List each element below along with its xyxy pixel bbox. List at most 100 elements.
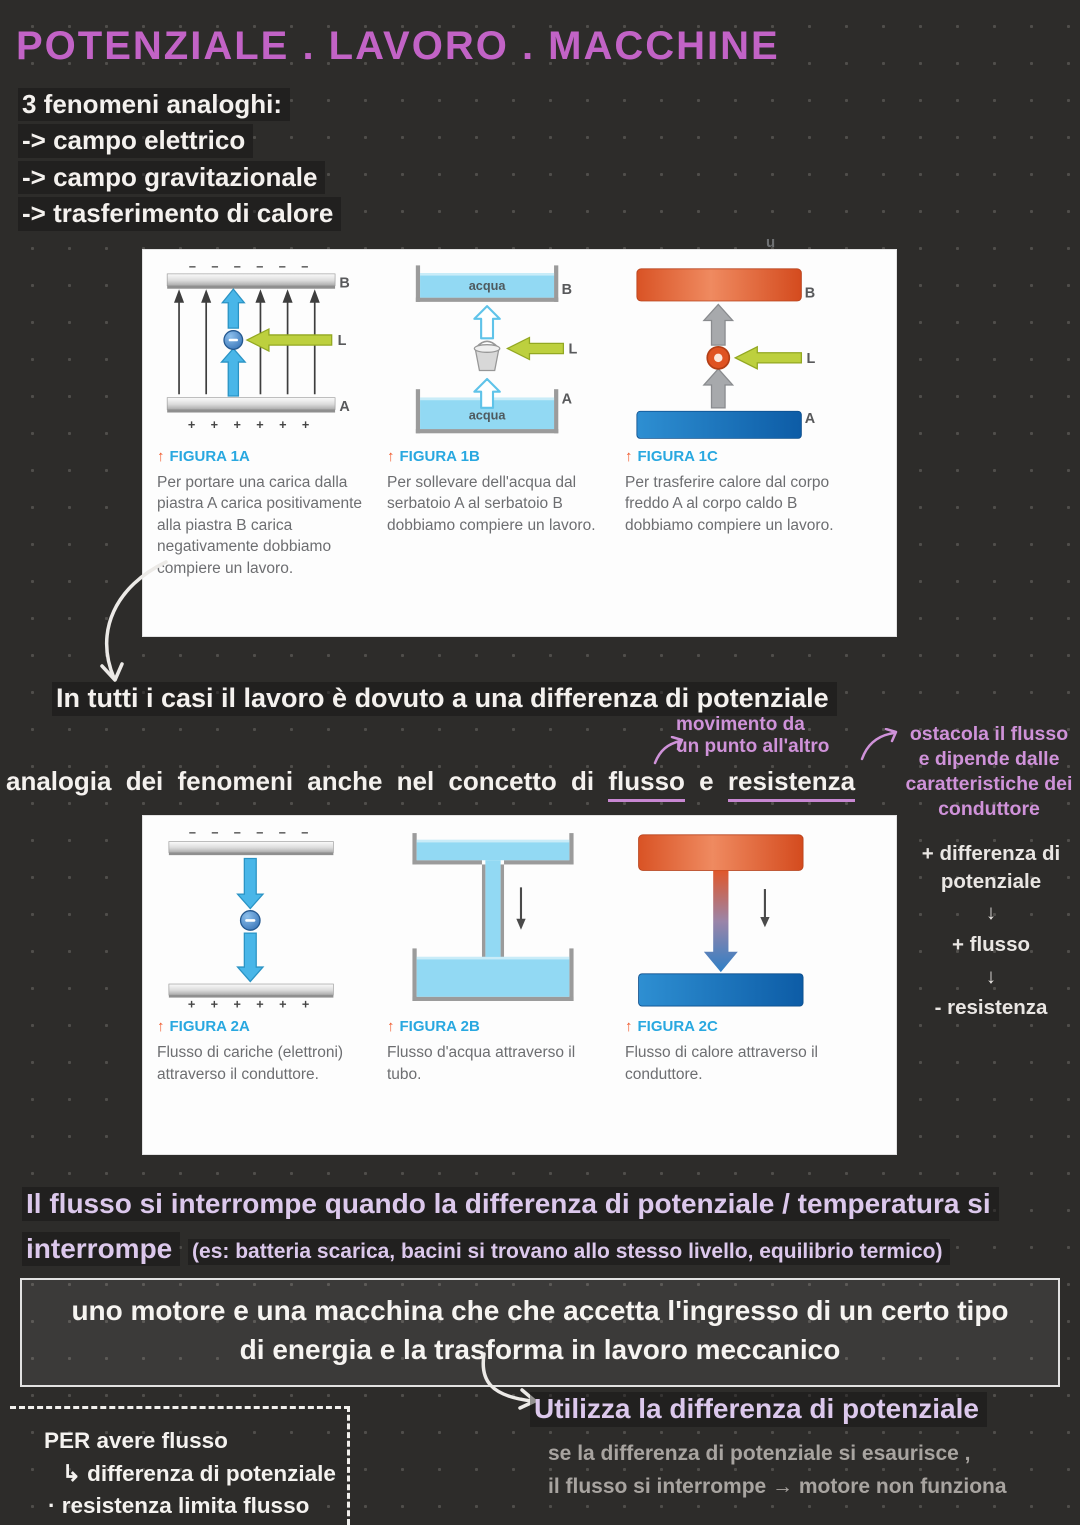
chain-item-resistance: - resistenza [934, 996, 1048, 1020]
heat-flow-arrow [703, 870, 738, 973]
figure-2b-column: ↑FIGURA 2B Flusso d'acqua attraverso il … [387, 828, 625, 1085]
figure-ref-arrow-icon: ↑ [157, 1018, 165, 1036]
figure-1a-label: FIGURA 1A [169, 448, 250, 466]
connecting-tube [481, 860, 505, 966]
chain-down-arrow-icon: ↓ [985, 964, 997, 988]
cold-body-bar [638, 973, 804, 1007]
figure-1c-column: B L A ↑FIG [625, 262, 882, 579]
figure-ref-arrow-icon: ↑ [625, 448, 633, 466]
figure-2a-column: – – – – – – [157, 828, 387, 1085]
figure-2c-column: ↑FIGURA 2C Flusso di calore attraverso i… [625, 828, 882, 1085]
figure-2b-diagram [412, 833, 574, 1001]
chain-item-potential: + differenza di potenziale [921, 842, 1061, 893]
figure2-panel: – – – – – – [143, 816, 896, 1154]
analogy-prefix: analogia dei fenomeni anche nel concetto… [6, 766, 595, 796]
water-label-bottom: acqua [469, 408, 507, 423]
figure-1a-column: – – – – – – B [157, 262, 387, 579]
requirement-heading: PER avere flusso [44, 1428, 228, 1453]
work-arrow [733, 345, 803, 370]
requirement-resistance: · resistenza limita flusso [48, 1493, 310, 1519]
electron-icon [223, 330, 244, 350]
lift-arrow-top [473, 305, 501, 340]
flow-direction-arrow [760, 889, 770, 928]
chain-item-flux: + flusso [951, 933, 1031, 957]
resistenza-term: resistenza [727, 766, 856, 802]
plate-top [168, 841, 334, 856]
plate-b [166, 273, 336, 289]
figure-2a-caption-head: ↑FIGURA 2A [157, 1018, 387, 1036]
obstacle-arrow-icon [860, 728, 898, 761]
figure-ref-arrow-icon: ↑ [157, 448, 165, 466]
minus-charge-row: – – – – – – [189, 828, 308, 839]
figure-ref-arrow-icon: ↑ [387, 448, 395, 466]
work-arrow [245, 327, 333, 353]
motor-arrow-icon [481, 1352, 537, 1410]
figure2-diagrams-row: – – – – – – [157, 828, 882, 1085]
figure-1a-caption-head: ↑FIGURA 1A [157, 448, 387, 466]
figure-2c-caption-head: ↑FIGURA 2C [625, 1018, 882, 1036]
intro-item-campo-gravitazionale: -> campo gravitazionale [18, 160, 326, 195]
plus-charge-row: + + + + + + [188, 417, 310, 432]
requirement-potential: ↳ differenza di potenziale [62, 1460, 336, 1486]
plate-a [166, 397, 336, 413]
figure-1a-caption: Per portare una carica dalla piastra A c… [157, 474, 363, 577]
field-lines [174, 289, 320, 395]
plate-bottom [168, 983, 334, 998]
potential-flux-chain: + differenza di potenziale ↓ + flusso ↓ … [902, 840, 1080, 1026]
analogy-conjunction: e [699, 766, 714, 796]
lift-arrow-bottom [473, 377, 501, 409]
motor-definition-text: uno motore e una macchina che che accett… [71, 1295, 1009, 1365]
cold-body-label: A [805, 411, 816, 427]
figure-1c-diagram: B L A [636, 268, 816, 439]
hot-body-bar [636, 268, 802, 302]
plate-a-label: A [339, 399, 350, 415]
figure-2c-diagram [638, 834, 804, 1007]
figure-2a-caption: Flusso di cariche (elettroni) attraverso… [157, 1044, 344, 1083]
figure1-panel: – – – – – – B [143, 250, 896, 636]
intro-block: 3 fenomeni analoghi: -> campo elettrico … [18, 88, 342, 234]
movement-annotation: movimento da un punto all'altro [676, 714, 830, 757]
figure-2c-label: FIGURA 2C [637, 1018, 718, 1036]
motor-definition-box: uno motore e una macchina che che accett… [20, 1278, 1060, 1388]
water-label-top: acqua [469, 278, 507, 293]
figure-ref-arrow-icon: ↑ [387, 1018, 395, 1036]
plate-b-label: B [339, 275, 349, 291]
chain-down-arrow-icon: ↓ [985, 901, 997, 925]
cold-body-bar [636, 410, 802, 439]
figure-1b-caption: Per sollevare dell'acqua dal serbatoio A… [387, 474, 596, 534]
figure-2c-caption: Flusso di calore attraverso il conduttor… [625, 1044, 818, 1083]
figure-2b-label: FIGURA 2B [399, 1018, 480, 1036]
tank-a-label: A [562, 392, 573, 408]
work-label: L [806, 351, 815, 367]
electron-icon [239, 910, 261, 931]
hot-body-label: B [805, 286, 815, 302]
figure-1b-label: FIGURA 1B [399, 448, 480, 466]
motor-usage-notes: se la differenza di potenziale si esauri… [548, 1438, 1007, 1503]
analogy-line: analogia dei fenomeni anche nel concetto… [6, 766, 896, 802]
figure-1c-label: FIGURA 1C [637, 448, 718, 466]
motor-usage-line1: se la differenza di potenziale si esauri… [548, 1442, 971, 1465]
work-arrow [505, 336, 565, 361]
figure-2a-label: FIGURA 2A [169, 1018, 250, 1036]
plus-charge-row: + + + + + + [188, 997, 310, 1011]
figure-1b-caption-head: ↑FIGURA 1B [387, 448, 625, 466]
motor-usage-heading: Utilizza la differenza di potenziale [530, 1392, 987, 1427]
water-tray-top [412, 833, 574, 865]
work-label: L [568, 342, 577, 358]
flusso-term: flusso [608, 766, 685, 802]
water-tank-top: acqua [415, 265, 559, 302]
figure1-diagrams-row: – – – – – – B [157, 262, 882, 579]
intro-item-campo-elettrico: -> campo elettrico [18, 124, 254, 158]
figure-ref-arrow-icon: ↑ [625, 1018, 633, 1036]
figure-1b-diagram: acqua B L [415, 265, 577, 434]
figure-2b-caption-head: ↑FIGURA 2B [387, 1018, 625, 1036]
charge-motion-arrows [220, 288, 247, 397]
figure-2b-caption: Flusso d'acqua attraverso il tubo. [387, 1044, 576, 1083]
minus-charge-row: – – – – – – [189, 262, 308, 273]
bucket-icon [473, 340, 501, 372]
flux-requirements-box: PER avere flusso ↳ differenza di potenzi… [10, 1406, 350, 1525]
potential-conclusion: In tutti i casi il lavoro è dovuto a una… [52, 682, 837, 716]
movement-arrow-icon [653, 736, 684, 765]
intro-item-trasferimento-calore: -> trasferimento di calore [18, 197, 342, 231]
